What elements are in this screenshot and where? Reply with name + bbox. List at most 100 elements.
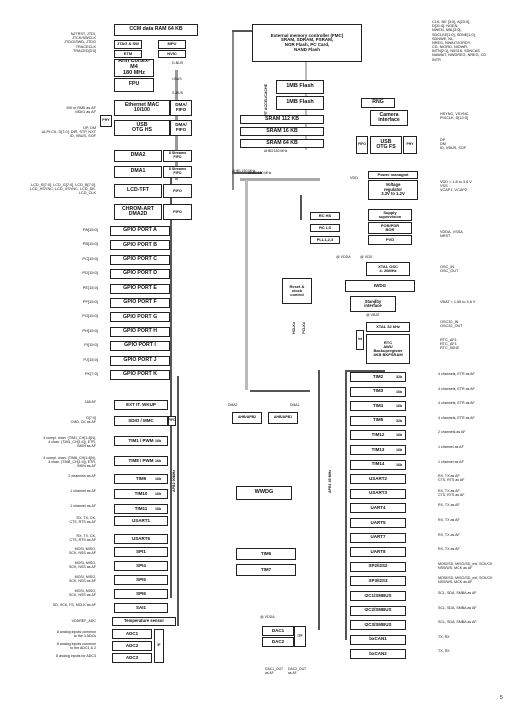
- page-number: 5: [500, 695, 503, 701]
- gpio-port: GPIO PORT I: [110, 341, 170, 352]
- tim8-block: TIM8 / PWM: [114, 456, 168, 466]
- sai1-block-signals: SD, SCK, FS, MCLK as AF: [52, 603, 96, 607]
- tim11-bits: 16b: [155, 507, 162, 511]
- mpu-block: MPU: [158, 40, 186, 49]
- nvic-block: NVIC: [158, 50, 186, 58]
- sbus-label: S-BUS: [172, 91, 183, 95]
- ahb-apb2-bridge: AHB/APB2: [232, 412, 262, 424]
- adc-interface: IF: [154, 629, 164, 663]
- periph-bits: 16b: [396, 389, 403, 394]
- iwdg-block: IWDG: [345, 280, 415, 292]
- vref-signal: VDDREF_ADC: [71, 619, 96, 623]
- right-periph: bxCAN1: [350, 634, 406, 645]
- right-periph: UART4: [350, 503, 406, 514]
- right-periph: SP3/I2S3: [350, 576, 406, 587]
- phy-hs: PHY: [100, 115, 112, 127]
- flash1: 1MB Flash: [276, 80, 324, 94]
- tim1-block-signals: 4 compl. chan. (TIM1_CH[1:4]N),4 chan. (…: [43, 436, 96, 448]
- wwdg-block: WWDG: [236, 486, 292, 500]
- periph-signals: TX, RX: [438, 634, 450, 639]
- rng-block: RNG: [361, 98, 395, 108]
- gpio-port: GPIO PORT A: [110, 226, 170, 236]
- periph-signals: 4 channels, ETR as AF: [438, 372, 475, 376]
- apb1-bus-label: APB1 45 MHz: [328, 470, 332, 493]
- right-periph: UART5: [350, 518, 406, 528]
- spi4-block-signals: MOSI, MISO,SCK, NSS as AF: [69, 561, 96, 569]
- right-periph: TIM5: [350, 415, 406, 426]
- tim9-block-signals: 2 channels as AF: [68, 474, 96, 478]
- periph-signals: 1 channel as AF: [438, 459, 464, 464]
- tim8-block-signals: 4 compl. chan. (TIM8_CH[1:4]N),4 chan. (…: [43, 456, 96, 468]
- dbus-label: D-BUS: [172, 61, 184, 65]
- right-periph: TIM13: [350, 445, 406, 455]
- pvd-block: PVD: [368, 235, 412, 245]
- usb-fs-fifo: FIFO: [356, 136, 368, 154]
- right-periph: I2C2/SMBUS: [350, 605, 406, 616]
- dac2-block: DAC2: [262, 637, 294, 647]
- gpio-port: GPIO PORT C: [110, 254, 170, 265]
- chrom-fifo: FIFO: [163, 204, 192, 220]
- adc3-signals: 8 analog inputs for ADC3: [56, 654, 96, 658]
- gpio-pins: PH[15:0]: [82, 327, 98, 333]
- xtal-32k: XTAL 32 kHz: [366, 322, 410, 332]
- ibus-label: I-BUS: [172, 77, 182, 81]
- connector-line: [250, 390, 310, 392]
- right-periph: bxCAN2: [350, 649, 406, 660]
- sdio-block: SDIO / MMC: [114, 416, 168, 426]
- tim9-bits: 16b: [155, 477, 162, 481]
- usart6-block-signals: RX, TX, CK,CTS, RTS as AF: [69, 534, 97, 542]
- fpu-block: FPU: [114, 78, 154, 92]
- ahb3-label: AHB3 180 MHz: [264, 149, 288, 153]
- vbat-label: @ VBAT: [366, 313, 380, 317]
- connector-line: [300, 195, 302, 220]
- periph-bits: 32b: [396, 418, 403, 423]
- periph-bits: 16b: [396, 448, 403, 452]
- sram1: SRAM 112 KB: [240, 115, 324, 124]
- periph-signals: 2 channels as AF: [438, 430, 466, 435]
- periph-signals: RX, TX as AF: [438, 547, 460, 552]
- adc3-block: ADC3: [112, 653, 152, 663]
- right-periph: UART7: [350, 532, 406, 543]
- right-periph: TIM12: [350, 430, 406, 441]
- usart6-block: USART6: [114, 534, 168, 544]
- connector-line: [170, 168, 172, 598]
- right-periph: USART2: [350, 474, 406, 485]
- fmc-block: External memory controller (FMC)SRAM, SD…: [252, 24, 362, 62]
- gpio-port: GPIO PORT F: [110, 298, 170, 308]
- pll-block: PLL1,2,3: [310, 236, 340, 244]
- gpio-pins: PB[15:0]: [82, 241, 98, 247]
- jtag-block: JTAG & SW: [114, 40, 142, 49]
- lcd-signals: LCD_R[7:0], LCD_G[7:0], LCD_B[7:0],LCD_H…: [29, 183, 96, 196]
- temperature-sensor: Temperature sensor: [112, 617, 176, 626]
- rc-hs: RC HS: [310, 212, 340, 220]
- gpio-port: GPIO PORT B: [110, 240, 170, 251]
- sram2: SRAM 16 KB: [240, 127, 324, 136]
- periph-signals: RX, TX as AF: [438, 518, 460, 522]
- gpio-pins: PI[15:0]: [84, 342, 98, 348]
- right-periph: I2C3/SMBUS: [350, 620, 406, 631]
- usart1-block-signals: RX, TX, CK,CTS, RTS as AF: [69, 516, 97, 524]
- int-block: Int: [356, 330, 364, 350]
- dma2-mid-label: DMA2: [228, 403, 238, 407]
- sdio-block-signals: D[7:0]CMD, CK as AF: [70, 416, 96, 424]
- gpio-port: GPIO PORT D: [110, 269, 170, 280]
- hclk-label: HCLKx: [292, 322, 296, 334]
- usart1-block: USART1: [114, 516, 168, 526]
- dma1-block: DMA1: [114, 166, 162, 178]
- tim1-block: TIM1 / PWM: [114, 436, 168, 446]
- periph-signals: 4 channels, ETR as AF: [438, 415, 475, 420]
